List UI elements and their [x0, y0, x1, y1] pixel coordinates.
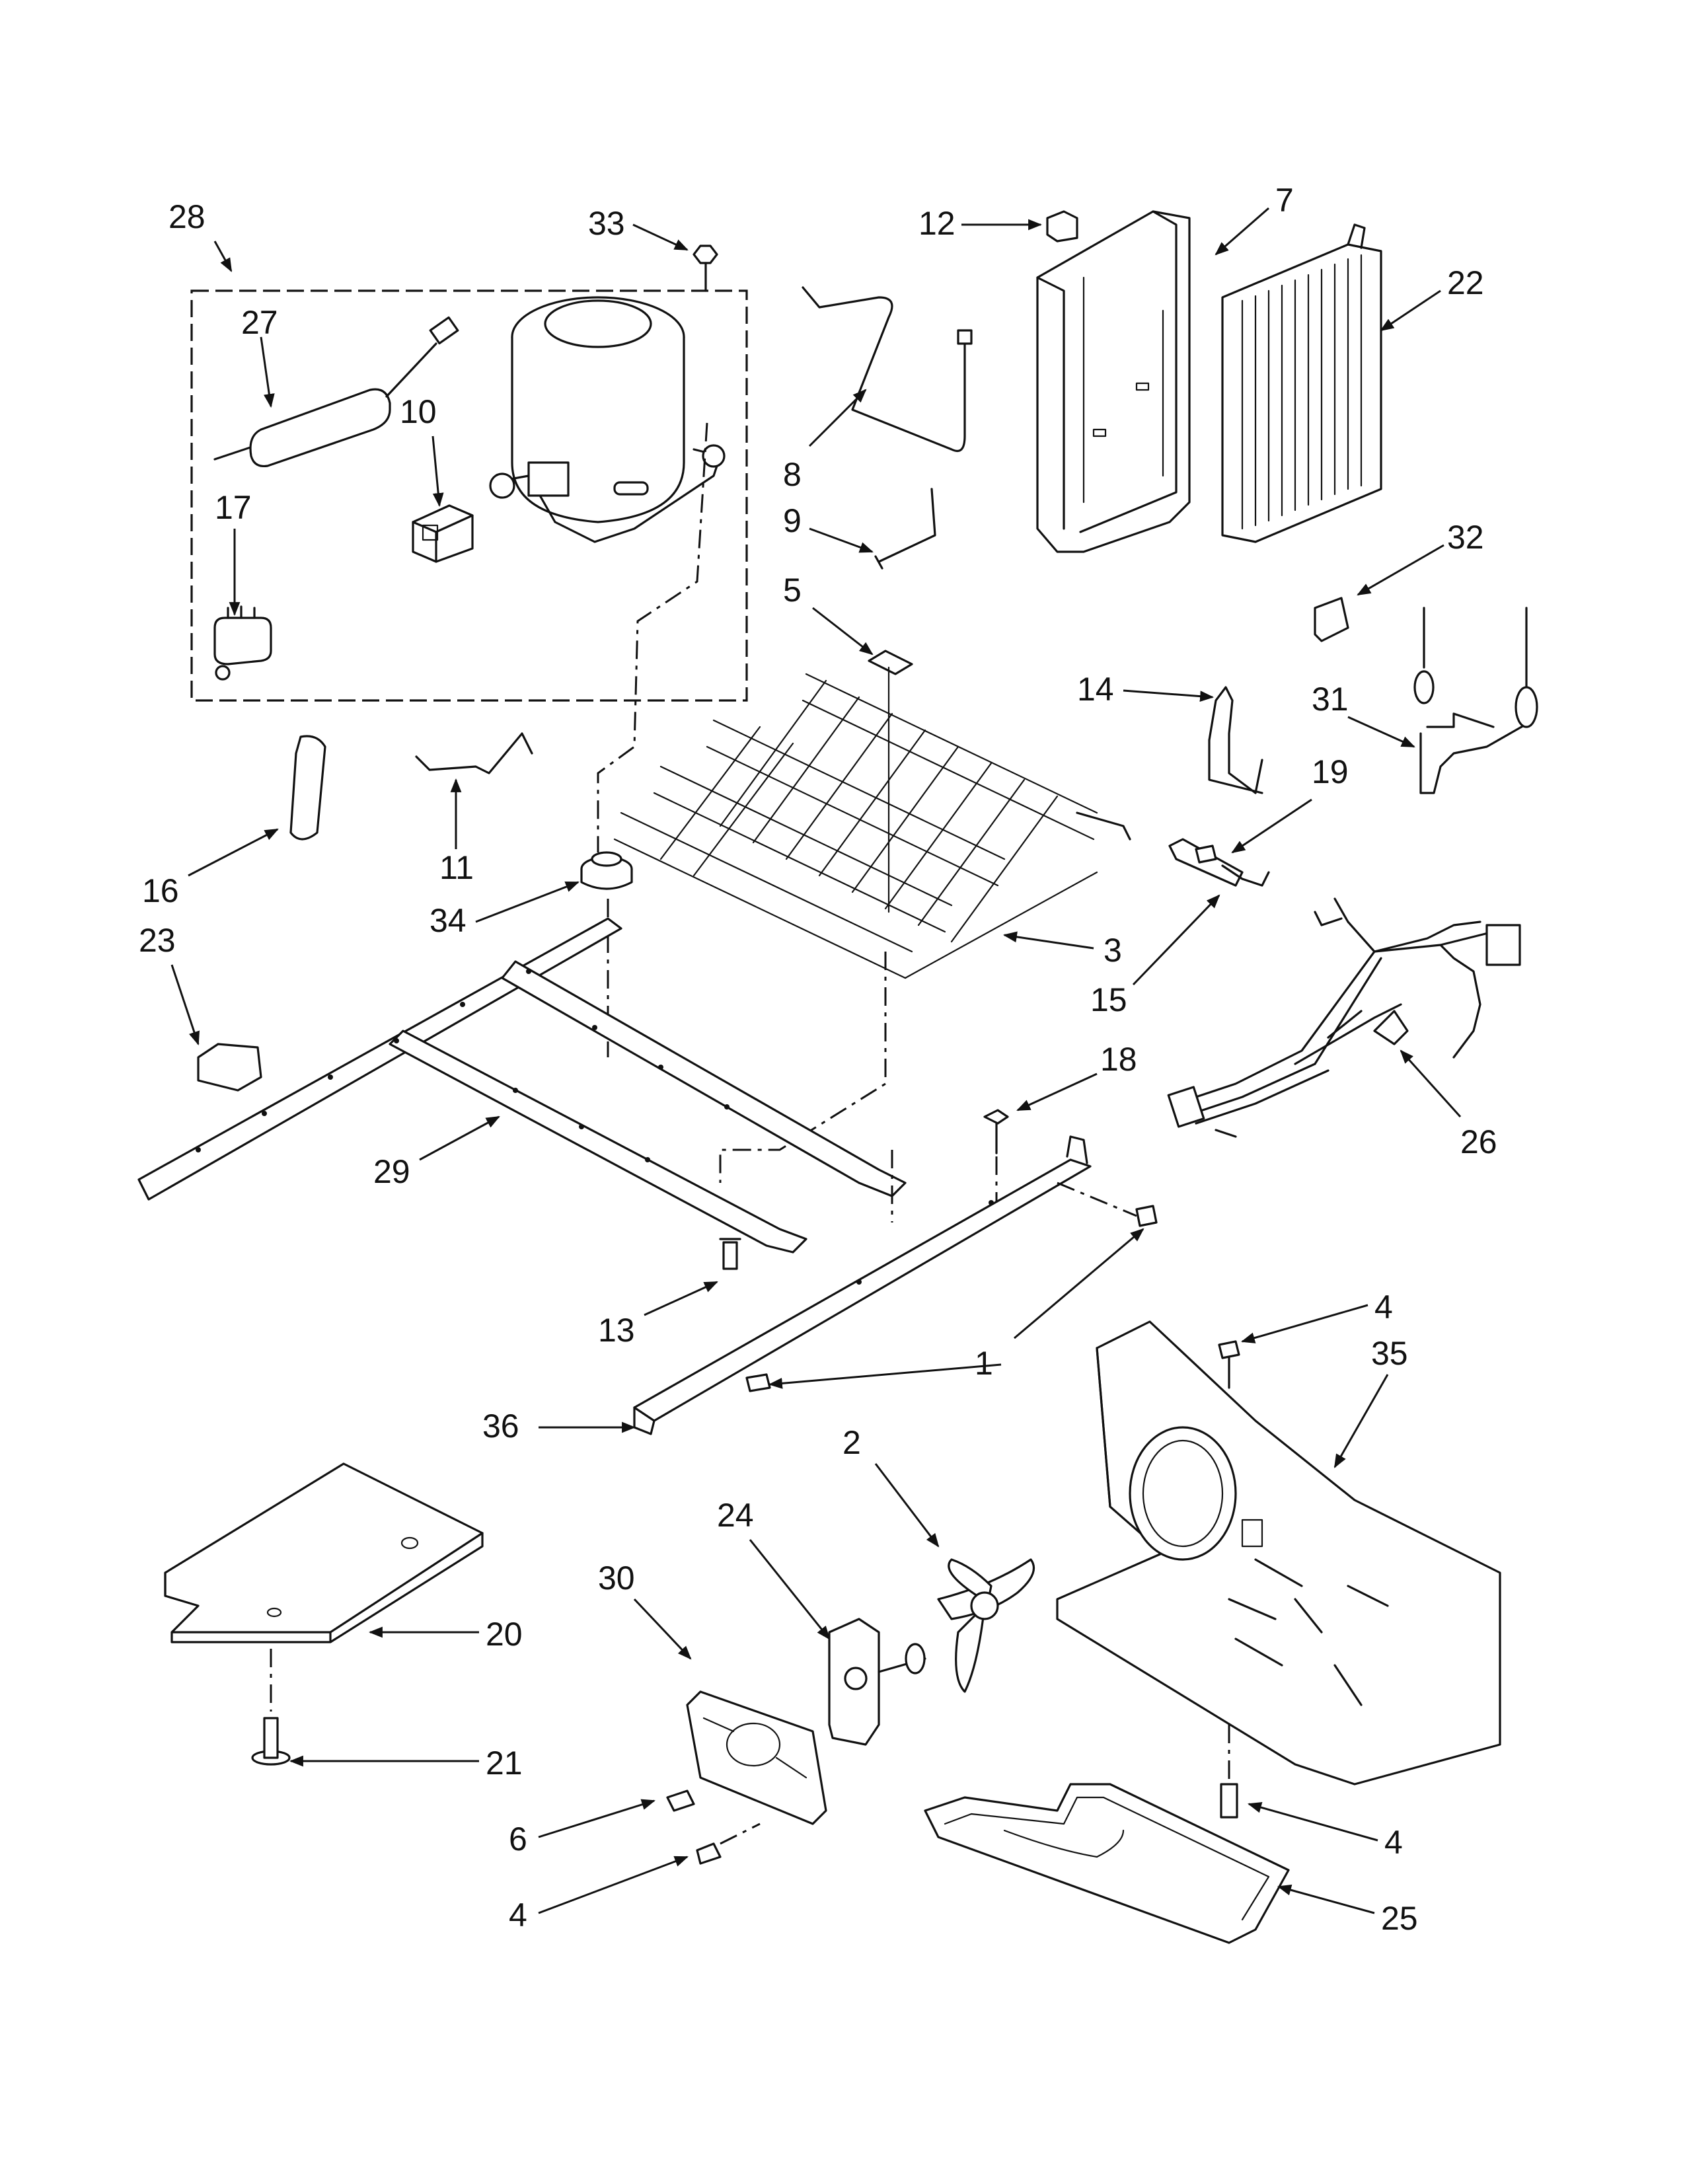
callout-23: 23 [139, 922, 176, 959]
callout-3: 3 [1104, 932, 1122, 969]
callout-10: 10 [400, 393, 437, 430]
callout-4-left: 4 [509, 1897, 527, 1934]
callout-13: 13 [598, 1312, 635, 1349]
callout-31: 31 [1312, 681, 1349, 718]
condenser-part [1221, 223, 1382, 543]
cover-panel-part [164, 1462, 484, 1643]
callout-1: 1 [975, 1345, 993, 1382]
drain-hose-part [289, 735, 326, 841]
callout-30: 30 [598, 1560, 635, 1597]
callout-2: 2 [842, 1424, 861, 1461]
callout-22: 22 [1447, 264, 1484, 301]
callout-26: 26 [1460, 1123, 1497, 1160]
screw-4-top-part [1218, 1340, 1240, 1389]
tube-9-part [878, 488, 936, 563]
bolt-33-part [693, 245, 718, 292]
motor-bracket-part [686, 1690, 827, 1825]
grommet-part [580, 851, 633, 890]
callout-33: 33 [588, 205, 625, 242]
crossbar-part [633, 1135, 1137, 1435]
callout-labels: 28 33 12 7 22 27 10 17 8 9 5 32 14 31 19… [139, 182, 1497, 1937]
bracket-14-part [1208, 686, 1263, 794]
clip-11-part [415, 732, 533, 774]
callout-9: 9 [783, 502, 802, 539]
rail-assembly-part [137, 917, 907, 1254]
callout-34: 34 [430, 902, 467, 939]
foot-part [251, 1717, 291, 1766]
compressor-part [489, 296, 726, 543]
callout-32: 32 [1447, 519, 1484, 556]
drain-pan-part [924, 1783, 1290, 1944]
fan-motor-part [828, 1618, 926, 1746]
screw-4-left-part [696, 1842, 722, 1865]
callout-36: 36 [482, 1408, 519, 1445]
callout-25: 25 [1381, 1900, 1418, 1937]
leader-lines [170, 207, 1462, 1914]
callout-28: 28 [168, 198, 206, 235]
callout-7: 7 [1275, 182, 1294, 219]
clip-32-part [1314, 597, 1349, 642]
callout-8: 8 [783, 456, 802, 493]
fan-bracket-part [1056, 1320, 1501, 1786]
tube-31-part [1413, 607, 1538, 794]
screw-13-part [719, 1238, 741, 1270]
callout-11: 11 [439, 849, 474, 886]
overload-part [213, 605, 272, 681]
relay-part [412, 504, 474, 563]
screw-crossbar-part [1135, 1205, 1158, 1227]
tube-8-part [802, 286, 966, 453]
callout-27: 27 [241, 304, 278, 341]
callout-15: 15 [1090, 981, 1127, 1018]
bracket-5-part [868, 650, 913, 675]
evaporator-coil-part [613, 673, 1131, 979]
drier-part [213, 316, 459, 468]
clip-12-part [1046, 210, 1078, 243]
callout-4-right: 4 [1384, 1824, 1403, 1861]
fan-blade-part [937, 1558, 1035, 1693]
screw-4-right-part [1220, 1725, 1238, 1819]
callout-16: 16 [142, 872, 179, 909]
screw-6-part [666, 1789, 695, 1812]
callout-29: 29 [373, 1153, 410, 1190]
callout-18: 18 [1100, 1041, 1137, 1078]
wire-harness-part [1167, 897, 1521, 1138]
screw-36-part [745, 1373, 771, 1392]
bracket-19-part [1168, 838, 1270, 887]
callout-21: 21 [486, 1745, 523, 1782]
callout-6: 6 [509, 1821, 527, 1858]
clip-23-part [197, 1043, 262, 1092]
callout-4-top: 4 [1374, 1289, 1393, 1326]
screw-18-part [983, 1109, 1009, 1203]
callout-14: 14 [1077, 671, 1114, 708]
callout-12: 12 [918, 205, 955, 242]
callout-20: 20 [486, 1616, 523, 1653]
callout-5: 5 [783, 572, 802, 609]
callout-19: 19 [1312, 753, 1349, 790]
callout-24: 24 [717, 1497, 754, 1534]
callout-35: 35 [1371, 1335, 1408, 1372]
callout-17: 17 [215, 489, 252, 526]
evaporator-shroud-part [1036, 210, 1191, 553]
compressor-assembly [190, 289, 748, 702]
